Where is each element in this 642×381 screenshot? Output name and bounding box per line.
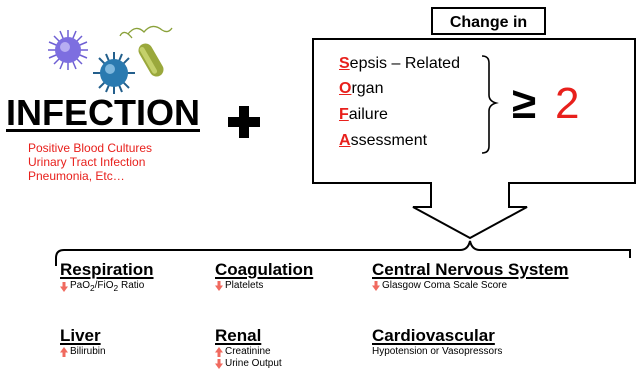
infection-example: Positive Blood Cultures	[28, 141, 153, 155]
category-liver: Liver Bilirubin	[60, 326, 106, 358]
category-item-text: Bilirubin	[70, 346, 106, 357]
infection-examples: Positive Blood Cultures Urinary Tract In…	[28, 141, 152, 183]
category-item: Hypotension or Vasopressors	[372, 346, 502, 358]
category-title: Renal	[215, 326, 262, 345]
sofa-line: Sepsis – Related	[339, 55, 460, 72]
bottom-bracket	[55, 240, 631, 266]
category-item-text: Platelets	[225, 280, 264, 291]
category-cardiovascular: Cardiovascular Hypotension or Vasopresso…	[372, 326, 502, 358]
threshold-symbol: ≥	[512, 79, 537, 128]
change-in-label: Change in	[431, 7, 546, 35]
up-arrow-icon	[60, 347, 68, 357]
category-item-text: Hypotension or Vasopressors	[372, 346, 503, 357]
category-item: Glasgow Coma Scale Score	[372, 280, 569, 292]
category-item-text: Urine Output	[225, 358, 282, 369]
down-arrow-icon	[372, 281, 380, 291]
category-item: PaO2/FiO2 Ratio	[60, 280, 154, 294]
category-item-text: Glasgow Coma Scale Score	[382, 280, 508, 291]
category-cns: Central Nervous System Glasgow Coma Scal…	[372, 260, 569, 292]
category-title: Respiration	[60, 260, 154, 279]
infection-title: INFECTION	[6, 92, 200, 133]
plus-icon	[228, 106, 260, 138]
category-title: Cardiovascular	[372, 326, 495, 345]
sofa-line: Failure	[339, 106, 388, 123]
virus-icon-blue	[48, 30, 88, 70]
category-coagulation: Coagulation Platelets	[215, 260, 313, 292]
category-title: Central Nervous System	[372, 260, 569, 279]
infection-example: Pneumonia, Etc…	[28, 169, 125, 183]
category-respiration: Respiration PaO2/FiO2 Ratio	[60, 260, 154, 294]
category-item: Platelets	[215, 280, 313, 292]
category-item: Creatinine	[215, 346, 282, 358]
virus-icon-teal	[93, 52, 135, 94]
down-arrow-icon	[215, 359, 223, 369]
category-item: Bilirubin	[60, 346, 106, 358]
category-title: Coagulation	[215, 260, 314, 279]
down-arrow-icon	[60, 282, 68, 292]
category-renal: Renal Creatinine Urine Output	[215, 326, 282, 370]
threshold-value: 2	[555, 79, 580, 128]
up-arrow-icon	[215, 347, 223, 357]
category-item-text: Creatinine	[225, 346, 271, 357]
infection-example: Urinary Tract Infection	[28, 155, 146, 169]
sofa-line: Organ	[339, 80, 384, 97]
category-item-text: PaO2/FiO2 Ratio	[70, 280, 145, 293]
sofa-line: Assessment	[339, 132, 428, 149]
down-arrow-icon	[215, 281, 223, 291]
category-title: Liver	[60, 326, 101, 345]
bacterium-icon-green	[119, 25, 173, 77]
bacteria-illustration	[48, 25, 173, 94]
brace-icon	[481, 55, 499, 154]
category-item: Urine Output	[215, 358, 282, 370]
